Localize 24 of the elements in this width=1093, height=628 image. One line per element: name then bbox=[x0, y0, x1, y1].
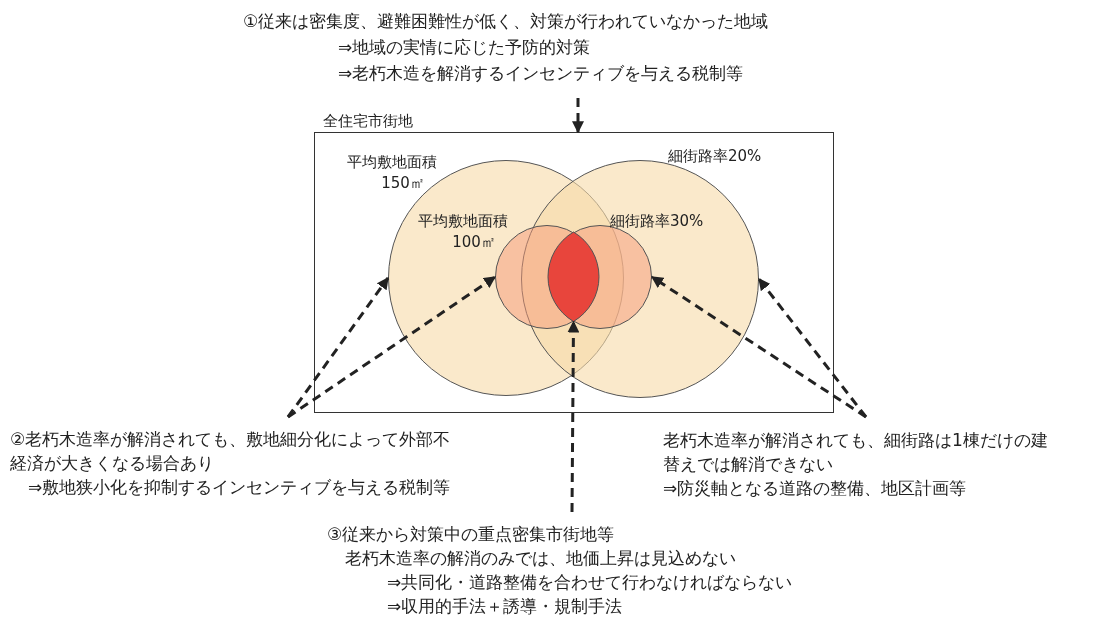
dashed-arrow bbox=[651, 275, 867, 419]
circle-label: 平均敷地面積 bbox=[347, 152, 438, 173]
callout-text: ①従来は密集度、避難困難性が低く、対策が行われていなかった地域 bbox=[243, 10, 769, 33]
callout-text: ③従来から対策中の重点密集市街地等 bbox=[327, 523, 616, 546]
callout-text: ⇒収用的手法＋誘導・規制手法 bbox=[386, 595, 624, 618]
dashed-arrow bbox=[286, 277, 390, 418]
callout-text: 老朽木造率が解消されても、細街路は1棟だけの建替えでは解消できない bbox=[663, 429, 1049, 476]
callout-text: ⇒老朽木造を解消するインセンティブを与える税制等 bbox=[337, 62, 745, 85]
callout-text: 老朽木造率の解消のみでは、地価上昇は見込めない bbox=[344, 547, 737, 570]
circle-label: 100㎡ bbox=[451, 232, 497, 253]
dashed-arrow bbox=[757, 278, 868, 418]
circle-label: 細街路率20% bbox=[668, 146, 763, 167]
callout-text: ⇒敷地狭小化を抑制するインセンティブを与える税制等 bbox=[27, 476, 452, 499]
circle-label: 細街路率30% bbox=[610, 211, 705, 232]
callout-text: ⇒地域の実情に応じた予防的対策 bbox=[337, 36, 592, 59]
dashed-arrow bbox=[567, 320, 580, 512]
callout-text: ⇒共同化・道路整備を合わせて行わなければならない bbox=[386, 571, 793, 594]
circle-label: 150㎡ bbox=[380, 173, 426, 194]
callout-text: ⇒防災軸となる道路の整備、地区計画等 bbox=[663, 477, 968, 500]
callout-text: ②老朽木造率が解消されても、敷地細分化によって外部不経済が大きくなる場合あり bbox=[10, 428, 452, 475]
area-label: 全住宅市街地 bbox=[323, 111, 413, 131]
circle-label: 平均敷地面積 bbox=[418, 211, 509, 232]
dashed-arrow bbox=[572, 98, 584, 134]
dashed-arrow bbox=[287, 275, 496, 419]
